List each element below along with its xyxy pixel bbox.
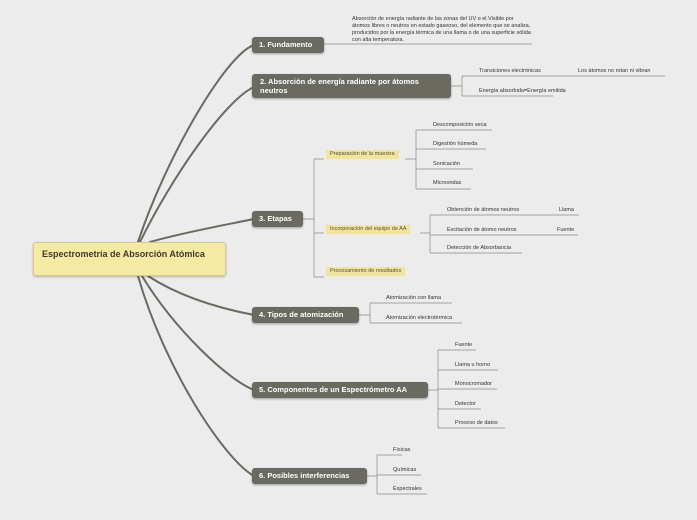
componente-item[interactable]: Monocromador — [455, 381, 492, 387]
fundamento-description: Absorción de energía radiante de las zon… — [352, 16, 531, 43]
topic-fundamento[interactable]: 1. Fundamento — [252, 37, 324, 53]
preparacion-item[interactable]: Microondas — [433, 180, 462, 186]
componente-item[interactable]: Detector — [455, 401, 476, 407]
interferencia-item[interactable]: Espectrales — [393, 486, 422, 492]
central-topic[interactable]: Espectrometría de Absorción Atómica — [33, 242, 226, 276]
etapa-procesamiento[interactable]: Procesamiento de resultados — [326, 267, 406, 276]
componente-item[interactable]: Fuente — [455, 342, 473, 348]
incorporacion-item[interactable]: Detección de Absorbancia — [447, 245, 511, 251]
tipos-item[interactable]: Atomización con llama — [386, 295, 442, 301]
absorcion-item[interactable]: Transiciones electrónicas — [479, 68, 541, 74]
incorporacion-note[interactable]: Fuente — [557, 227, 575, 233]
interferencia-item[interactable]: Físicas — [393, 447, 411, 453]
topic-interferencias[interactable]: 6. Posibles interferencias — [252, 468, 367, 484]
absorcion-note[interactable]: Los átomos no rotan ni vibran — [578, 68, 651, 74]
componente-item[interactable]: Llama u horno — [455, 362, 491, 368]
tipos-item[interactable]: Atomización electrotérmica — [386, 315, 453, 321]
preparacion-item[interactable]: Digestión húmeda — [433, 141, 478, 147]
topic-absorcion[interactable]: 2. Absorción de energía radiante por áto… — [252, 74, 451, 98]
absorcion-item[interactable]: Energía absorbida=Energía emitida — [479, 88, 566, 94]
incorporacion-item[interactable]: Obtención de átomos neutros — [447, 207, 520, 213]
topic-tipos-atomizacion[interactable]: 4. Tipos de atomización — [252, 307, 359, 323]
topic-componentes[interactable]: 5. Componentes de un Espectrómetro AA — [252, 382, 428, 398]
etapa-incorporacion[interactable]: Incorporación del equipo de AA — [326, 225, 411, 234]
etapa-preparacion[interactable]: Preparación de la muestra — [326, 150, 399, 159]
componente-item[interactable]: Proceso de datos — [455, 420, 498, 426]
incorporacion-item[interactable]: Excitación de átomo neutros — [447, 227, 517, 233]
topic-etapas[interactable]: 3. Etapas — [252, 211, 303, 227]
preparacion-item[interactable]: Sonicación — [433, 161, 460, 167]
interferencia-item[interactable]: Químicas — [393, 467, 417, 473]
preparacion-item[interactable]: Descomposición seca — [433, 122, 487, 128]
incorporacion-note[interactable]: Llama — [559, 207, 574, 213]
